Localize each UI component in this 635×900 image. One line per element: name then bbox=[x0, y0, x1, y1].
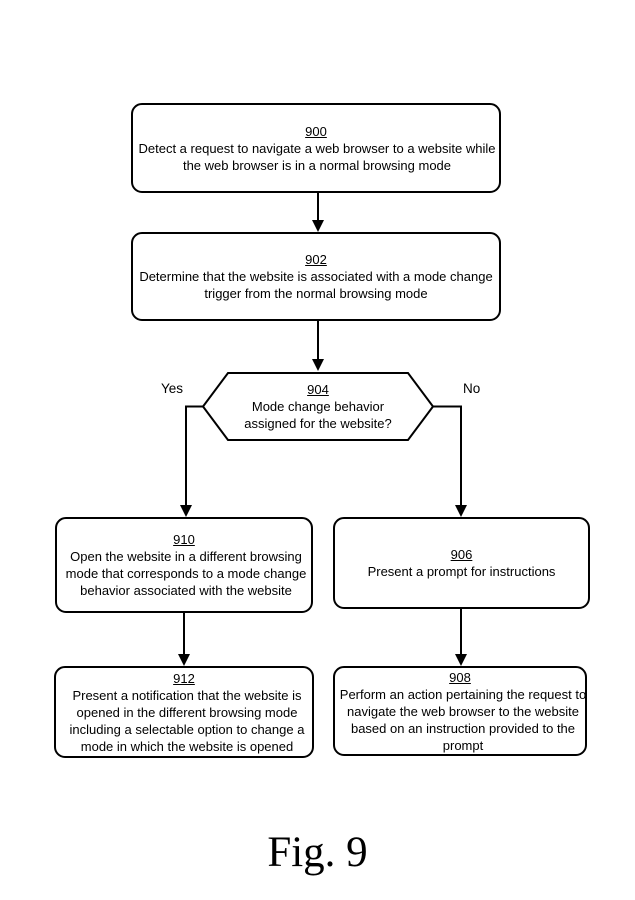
flow-node-906: 906 Present a prompt for instructions bbox=[333, 517, 590, 609]
flow-node-908: 908 Perform an action pertaining the req… bbox=[333, 666, 587, 756]
node-902-text: Determine that the website is associated… bbox=[139, 269, 493, 301]
node-910-text: Open the website in a different browsing… bbox=[65, 549, 307, 598]
branch-label-yes: Yes bbox=[161, 381, 184, 396]
edge-910-912-arrowhead bbox=[178, 654, 190, 666]
edge-904-910-line bbox=[185, 405, 204, 506]
edge-904-906-line bbox=[432, 405, 462, 506]
flow-node-900: 900 Detect a request to navigate a web b… bbox=[131, 103, 501, 193]
figure-caption: Fig. 9 bbox=[267, 829, 368, 876]
node-908-ref: 908 bbox=[449, 669, 471, 685]
node-906-text: Present a prompt for instructions bbox=[367, 564, 556, 579]
edge-906-908-arrowhead bbox=[455, 654, 467, 666]
node-906-ref: 906 bbox=[450, 547, 473, 562]
node-902-ref: 902 bbox=[305, 252, 327, 267]
edge-902-904-arrowhead bbox=[312, 359, 324, 371]
node-912-text: Present a notification that the website … bbox=[69, 687, 305, 754]
edge-900-902-arrowhead bbox=[312, 220, 324, 232]
node-904-text: Mode change behavior assigned for the we… bbox=[244, 398, 392, 431]
edge-904-910-arrowhead bbox=[180, 505, 192, 517]
node-904-ref: 904 bbox=[307, 381, 329, 397]
flow-node-902: 902 Determine that the website is associ… bbox=[131, 232, 501, 321]
edge-904-906-arrowhead bbox=[455, 505, 467, 517]
node-908-text: Perform an action pertaining the request… bbox=[339, 686, 587, 753]
flow-node-904: 904 Mode change behavior assigned for th… bbox=[208, 372, 428, 440]
flow-node-910: 910 Open the website in a different brow… bbox=[55, 517, 313, 613]
branch-label-no: No bbox=[463, 381, 481, 396]
node-900-text: Detect a request to navigate a web brows… bbox=[138, 140, 496, 173]
node-912-ref: 912 bbox=[173, 670, 195, 686]
node-910-ref: 910 bbox=[173, 532, 195, 547]
flow-node-912: 912 Present a notification that the webs… bbox=[54, 666, 314, 758]
node-900-ref: 900 bbox=[305, 123, 327, 139]
